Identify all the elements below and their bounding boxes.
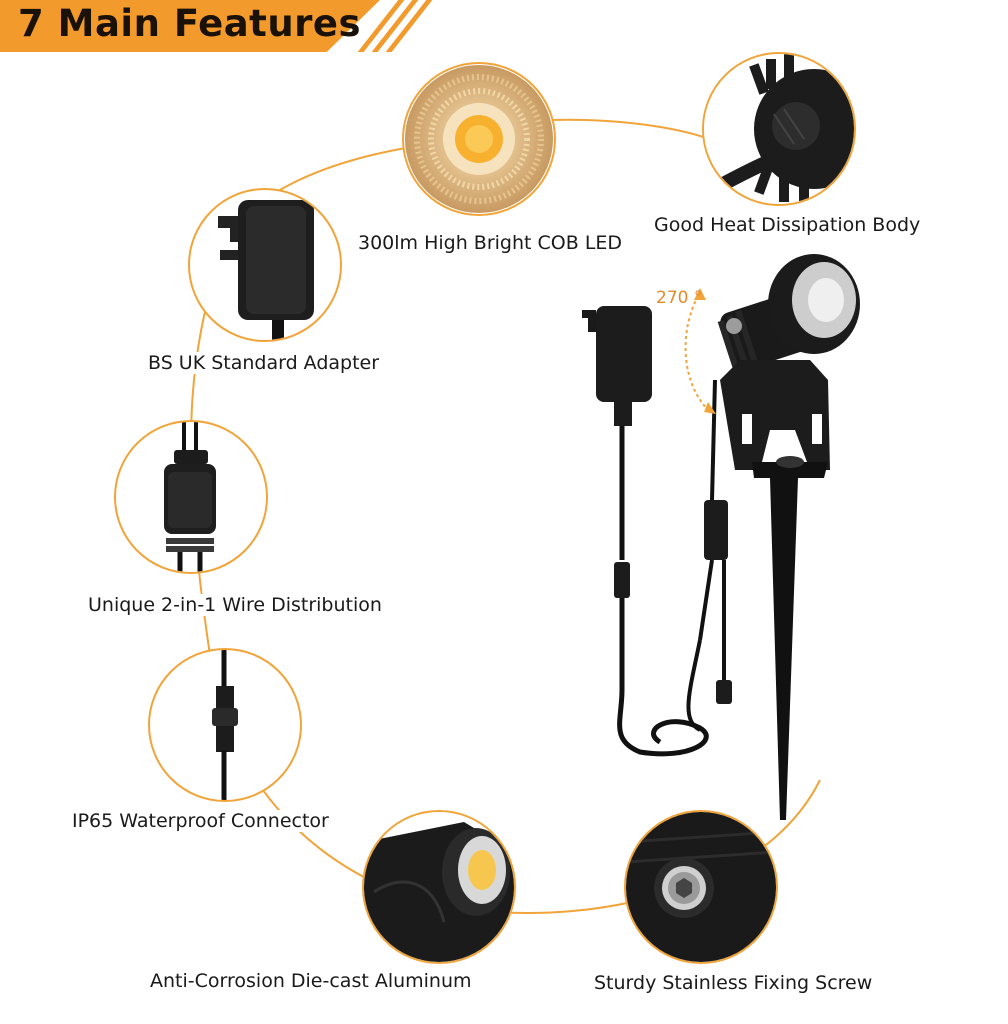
adapter-feature-circle [188,188,342,342]
wire-feature-circle [114,420,268,574]
adapter-feature-label: BS UK Standard Adapter [146,352,382,374]
uk-plug-adapter-icon [218,200,314,340]
screw-feature-circle [624,810,778,964]
waterproof-connector-icon [212,650,238,800]
connector-feature-label: IP65 Waterproof Connector [70,810,331,832]
rotation-arrow-icon [684,295,709,411]
led-feature-label: 300lm High Bright COB LED [356,232,625,254]
connector-feature-circle [148,648,302,802]
wire-splitter-icon [164,422,216,572]
aluminum-feature-circle [362,810,516,964]
heat-sink-icon [704,54,854,204]
led-chip-icon [405,65,553,213]
page-title: 7 Main Features [18,2,362,45]
lamp-housing-icon [364,812,514,962]
heat-feature-label: Good Heat Dissipation Body [652,214,923,236]
heat-feature-circle [702,52,856,206]
screw-feature-label: Sturdy Stainless Fixing Screw [592,972,875,994]
aluminum-feature-label: Anti-Corrosion Die-cast Aluminum [148,970,474,992]
led-feature-circle [402,62,556,216]
wire-feature-label: Unique 2-in-1 Wire Distribution [86,594,384,616]
fixing-screw-icon [626,812,776,962]
title-banner [0,0,380,52]
rotation-angle-label: 270 ° [656,288,703,308]
